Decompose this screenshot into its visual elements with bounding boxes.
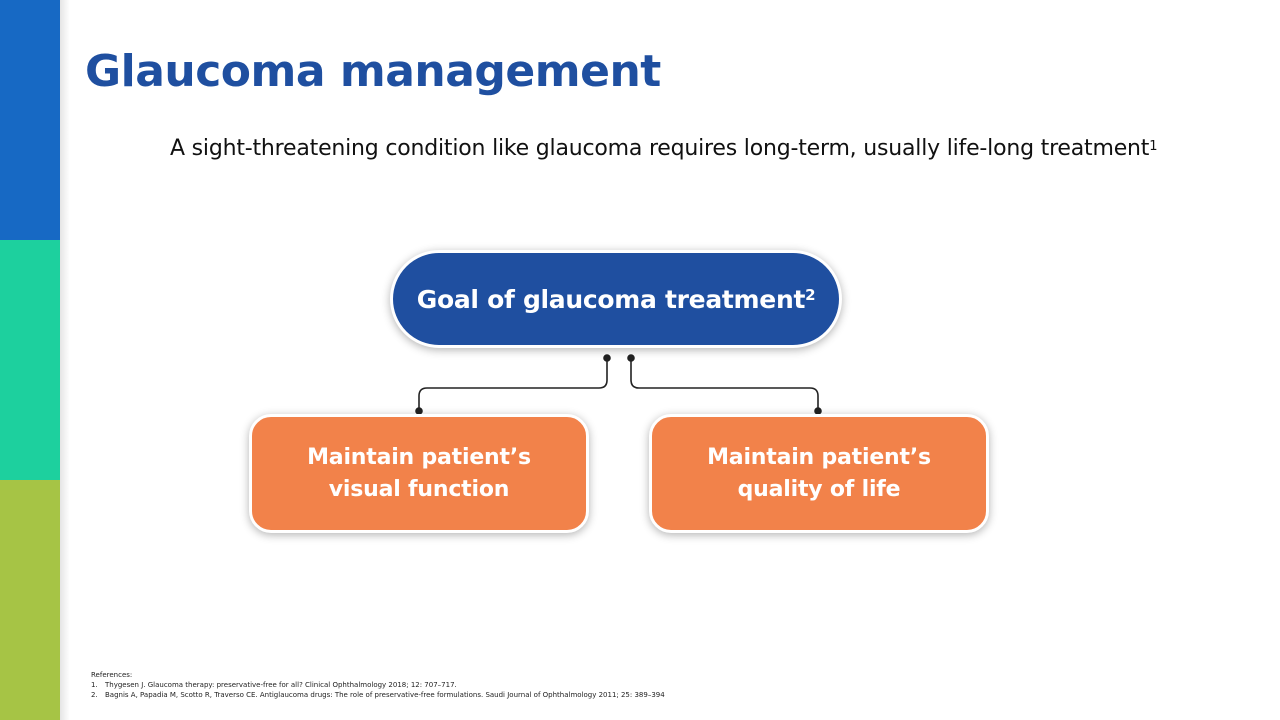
visual-function-line-1: Maintain patient’s (307, 444, 531, 470)
band-shadow (60, 0, 70, 720)
quality-of-life-line-1: Maintain patient’s (707, 444, 931, 470)
references-heading: References: (91, 671, 133, 679)
connector-left (418, 358, 608, 411)
accent-band-blue (0, 0, 60, 240)
reference-text: Bagnis A, Papadia M, Scotto R, Traverso … (105, 691, 665, 699)
reference-item-2: 2. Bagnis A, Papadia M, Scotto R, Travers… (91, 690, 665, 700)
reference-item-1: 1. Thygesen J. Glaucoma therapy: preserva… (91, 680, 665, 690)
accent-band-teal (0, 240, 60, 480)
goal-reference-marker: 2 (805, 286, 816, 304)
connector-right (630, 358, 819, 411)
slide-title: Glaucoma management (85, 46, 661, 97)
visual-function-line-2: visual function (328, 476, 510, 502)
reference-number: 1. (91, 681, 98, 689)
quality-of-life-line-2: quality of life (737, 476, 901, 502)
accent-band-green (0, 480, 60, 720)
references: References: 1. Thygesen J. Glaucoma thera… (91, 670, 665, 700)
reference-text: Thygesen J. Glaucoma therapy: preservati… (105, 681, 457, 689)
subtitle-reference-marker: 1 (1149, 139, 1158, 154)
goal-label: Goal of glaucoma treatment (416, 284, 806, 314)
visual-function-box: Maintain patient’s visual function (249, 414, 589, 533)
subtitle-text: A sight-threatening condition like glauc… (170, 136, 1150, 161)
reference-number: 2. (91, 691, 98, 699)
slide-subtitle: A sight-threatening condition like glauc… (170, 133, 1157, 165)
connector-dot-right-top (627, 354, 635, 362)
connector-dot-left-top (603, 354, 611, 362)
quality-of-life-box: Maintain patient’s quality of life (649, 414, 989, 533)
